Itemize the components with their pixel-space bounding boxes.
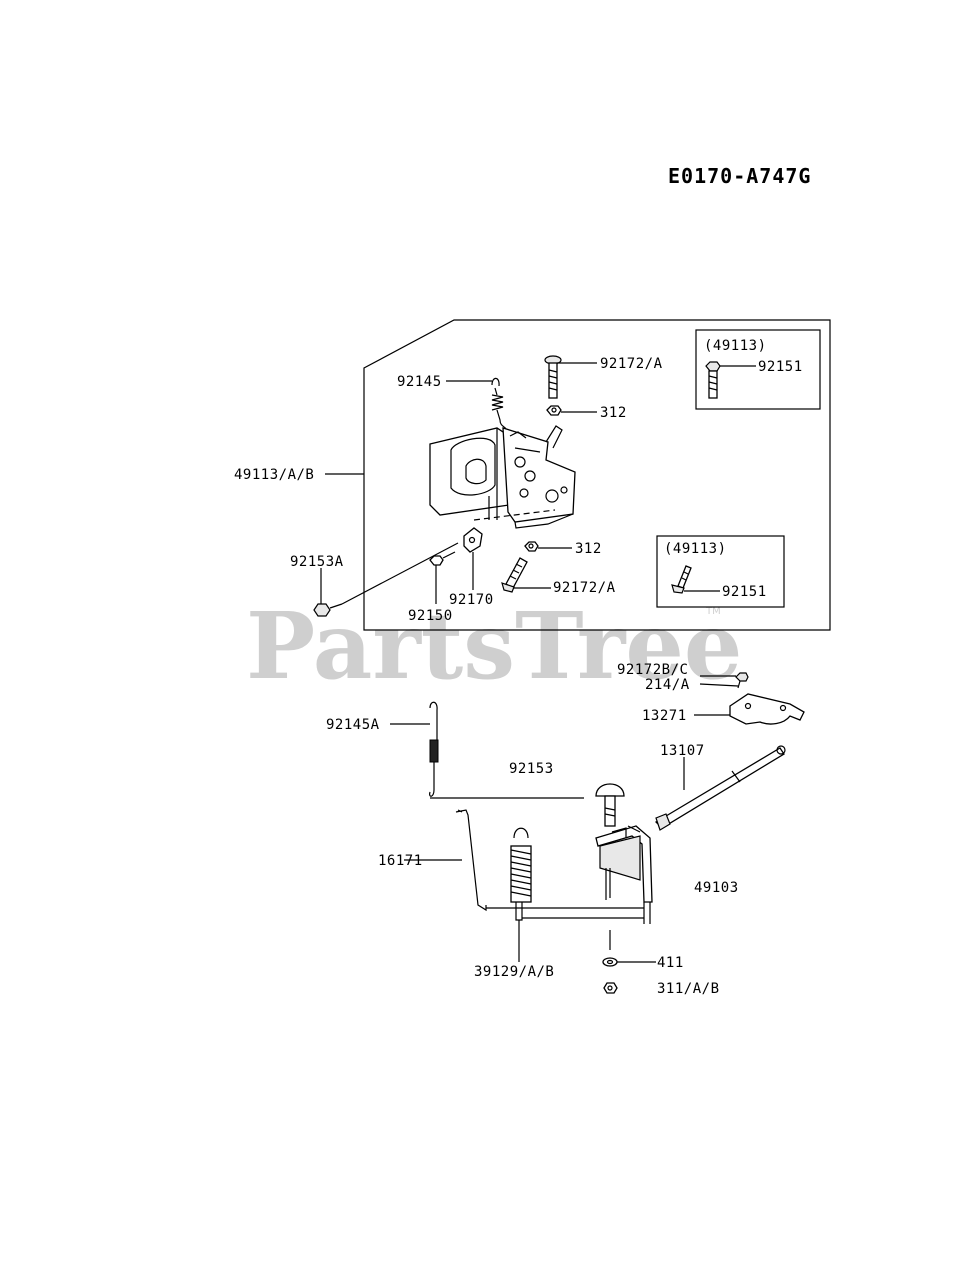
label-92172a-top: 92172/A (600, 356, 663, 372)
plate-13271[interactable] (729, 693, 805, 725)
washer-411[interactable] (602, 957, 618, 967)
diagram-code: E0170-A747G (668, 164, 811, 188)
note-box-mid (656, 535, 785, 608)
label-214a: 214/A (645, 677, 690, 693)
bolt-92172bc[interactable] (735, 672, 749, 689)
bolt-92151-top[interactable] (705, 361, 721, 399)
label-411: 411 (657, 955, 684, 971)
label-312-mid: 312 (575, 541, 602, 557)
label-312-top: 312 (600, 405, 627, 421)
label-92172bc: 92172B/C (617, 662, 688, 678)
label-49113ab: 49113/A/B (234, 467, 314, 483)
watermark-trademark: TM (705, 606, 721, 617)
note-box-top (695, 329, 821, 410)
label-92172a-mid: 92172/A (553, 580, 616, 596)
link-rod (486, 907, 644, 919)
nut-311ab[interactable] (603, 982, 618, 994)
label-92153a: 92153A (290, 554, 344, 570)
label-39129ab: 39129/A/B (474, 964, 554, 980)
lever-49103[interactable] (595, 825, 653, 924)
label-92145: 92145 (397, 374, 442, 390)
spring-39129ab[interactable] (510, 827, 532, 921)
assembly-boundary (363, 319, 831, 631)
rod-16171[interactable] (455, 809, 487, 912)
label-92145a: 92145A (326, 717, 380, 733)
label-92150: 92150 (408, 608, 453, 624)
label-49113-note-mid: (49113) (664, 541, 727, 557)
label-49103: 49103 (694, 880, 739, 896)
bolt-92153a[interactable] (313, 603, 343, 617)
collar-92150[interactable] (429, 551, 456, 566)
label-92170: 92170 (449, 592, 494, 608)
label-311ab: 311/A/B (657, 981, 720, 997)
spring-92145a[interactable] (429, 701, 439, 797)
plate-92170[interactable] (463, 527, 483, 553)
bolt-92172a-mid[interactable] (501, 557, 528, 593)
label-13271: 13271 (642, 708, 687, 724)
nut-312-top[interactable] (546, 405, 562, 416)
bolt-axis-92153a (341, 542, 459, 605)
control-bracket[interactable] (429, 425, 576, 529)
label-92153: 92153 (509, 761, 554, 777)
nut-312-mid[interactable] (524, 541, 539, 552)
spring-92145[interactable] (491, 377, 507, 433)
bolt-92172a-top[interactable] (544, 355, 562, 399)
label-13107: 13107 (660, 743, 705, 759)
bolt-92151-mid[interactable] (671, 565, 692, 594)
leader-lines (320, 362, 756, 963)
label-49113-note-top: (49113) (704, 338, 767, 354)
label-92151-mid: 92151 (722, 584, 767, 600)
label-16171: 16171 (378, 853, 423, 869)
rod-13107[interactable] (654, 745, 786, 831)
bolt-92153[interactable] (595, 783, 625, 827)
label-92151-top: 92151 (758, 359, 803, 375)
